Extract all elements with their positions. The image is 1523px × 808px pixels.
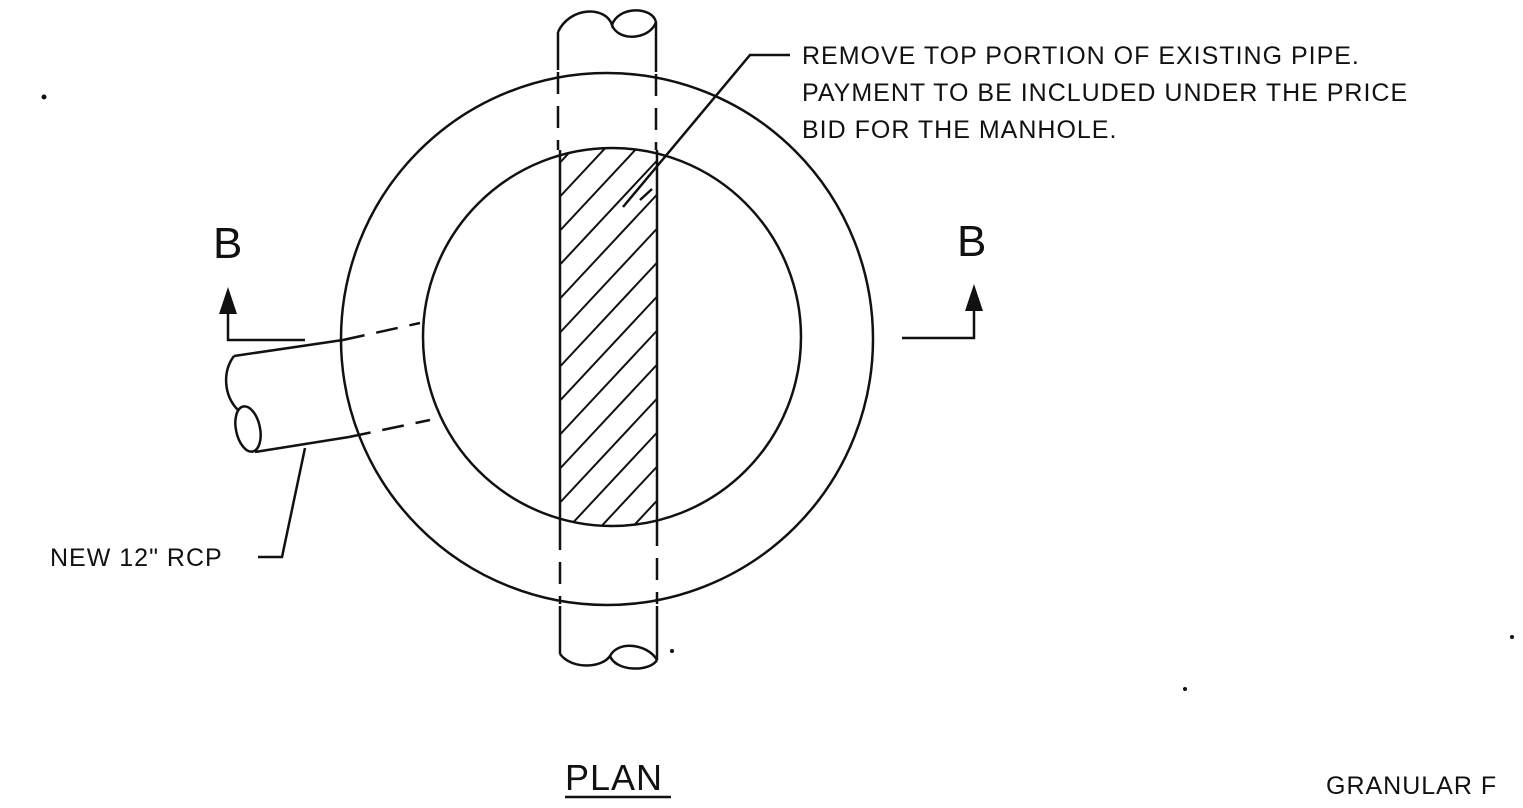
hatch-line <box>560 305 658 457</box>
remove-note-line-1: REMOVE TOP PORTION OF EXISTING PIPE. <box>802 42 1360 70</box>
stray-marks <box>41 94 1514 691</box>
section-marker-left <box>219 287 305 342</box>
hatch-line <box>560 271 658 423</box>
hatch-line <box>560 237 658 389</box>
hatch-line <box>560 203 658 355</box>
leader-new-pipe <box>258 447 307 559</box>
new-rcp-pipe <box>225 321 431 454</box>
hatch-line <box>560 373 658 525</box>
remove-note-line-2: PAYMENT TO BE INCLUDED UNDER THE PRICE <box>802 79 1408 107</box>
remove-note-line-3: BID FOR THE MANHOLE. <box>802 116 1117 144</box>
hatch-line <box>560 407 658 526</box>
new-pipe-note: NEW 12" RCP <box>50 544 223 572</box>
section-letter-right: B <box>957 217 986 266</box>
hatch-line <box>560 475 658 526</box>
leader-remove-note <box>622 53 790 208</box>
hatch-line <box>560 148 658 219</box>
removed-pipe-hatch <box>560 148 658 526</box>
manhole-outer-wall <box>339 71 875 607</box>
hatch-line <box>560 169 658 321</box>
hatch-line <box>560 148 658 253</box>
view-title: PLAN <box>565 757 663 798</box>
section-letter-left: B <box>213 219 242 268</box>
hatch-line <box>560 148 658 287</box>
existing-pipe <box>556 9 659 670</box>
section-marker-right <box>902 284 983 340</box>
manhole-inner-wall <box>421 146 803 528</box>
hatch-line <box>560 441 658 526</box>
partial-label: GRANULAR F <box>1326 772 1497 800</box>
hatch-line <box>560 148 658 185</box>
hatch-line <box>560 339 658 491</box>
